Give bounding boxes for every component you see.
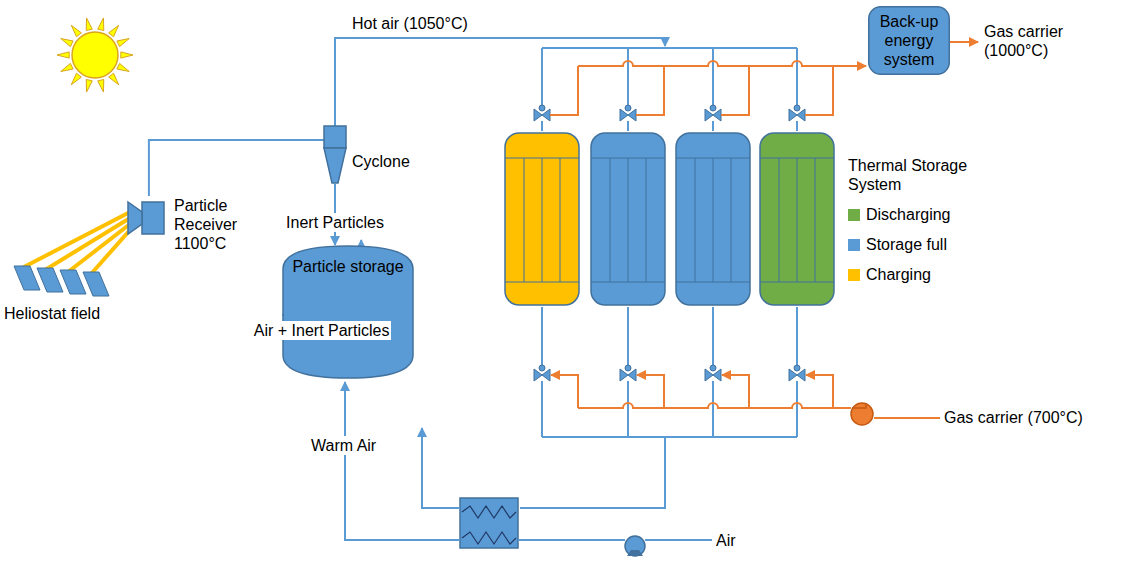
flow-label: Gas carrier (700°C) bbox=[944, 408, 1083, 427]
exhaust-pipe bbox=[422, 428, 460, 508]
connector-label: Inert Particles bbox=[284, 213, 386, 232]
air-blower bbox=[625, 536, 645, 556]
node-label: Particle Receiver 1100°C bbox=[174, 196, 250, 253]
flow-connector bbox=[149, 140, 324, 196]
node-label: Particle storage bbox=[282, 245, 414, 276]
flow-label: Heliostat field bbox=[4, 304, 100, 323]
node-outline bbox=[322, 126, 348, 184]
legend-item: Charging bbox=[848, 260, 950, 290]
sun-symbol bbox=[57, 18, 133, 92]
gas-carrier-pipes bbox=[550, 61, 866, 408]
heat-exchanger-coil bbox=[462, 506, 516, 544]
cyclone: Cyclone bbox=[322, 126, 348, 184]
flow-label: Hot air (1050°C) bbox=[352, 14, 468, 33]
heat-exchanger bbox=[460, 498, 518, 548]
legend-label: Storage full bbox=[866, 236, 947, 254]
legend-swatch bbox=[848, 209, 860, 221]
warm-air-pipe bbox=[345, 382, 460, 540]
particle-receiver: Particle Receiver 1100°C bbox=[128, 196, 166, 240]
node-outline bbox=[128, 196, 166, 240]
legend-label: Discharging bbox=[866, 206, 950, 224]
flow-label: Warm Air bbox=[309, 436, 378, 455]
legend-swatch bbox=[848, 239, 860, 251]
air-blower-base bbox=[627, 550, 643, 556]
flow-label: Air bbox=[716, 531, 736, 550]
air-pipe bbox=[518, 539, 625, 541]
heliostat-mirrors bbox=[14, 266, 109, 296]
legend-swatch bbox=[848, 269, 860, 281]
storage-tanks bbox=[505, 48, 834, 437]
flow-label: Gas carrier (1000°C) bbox=[984, 22, 1088, 60]
legend-item: Storage full bbox=[848, 230, 950, 260]
gas-pump bbox=[851, 403, 873, 425]
gas-outlet bbox=[950, 41, 978, 43]
legend: DischargingStorage fullCharging bbox=[848, 200, 950, 290]
backup-energy-box: Back-up energy system bbox=[868, 6, 950, 75]
hot-air-pipe bbox=[335, 38, 665, 126]
flow-label: Thermal Storage System bbox=[848, 156, 988, 194]
node-label: Cyclone bbox=[352, 152, 410, 171]
top-manifold bbox=[542, 47, 797, 49]
gas-inlet bbox=[874, 417, 940, 419]
sun-beams bbox=[22, 212, 130, 274]
particle-storage-vessel: Particle storage bbox=[282, 245, 414, 379]
connector-label: Air + Inert Particles bbox=[252, 321, 392, 340]
gas-pump-outlet bbox=[852, 404, 866, 408]
air-pipe bbox=[645, 539, 712, 541]
node-label: Back-up energy system bbox=[868, 6, 950, 75]
bottom-manifold bbox=[542, 436, 797, 438]
return-air-pipe bbox=[520, 437, 665, 508]
legend-item: Discharging bbox=[848, 200, 950, 230]
legend-label: Charging bbox=[866, 266, 931, 284]
